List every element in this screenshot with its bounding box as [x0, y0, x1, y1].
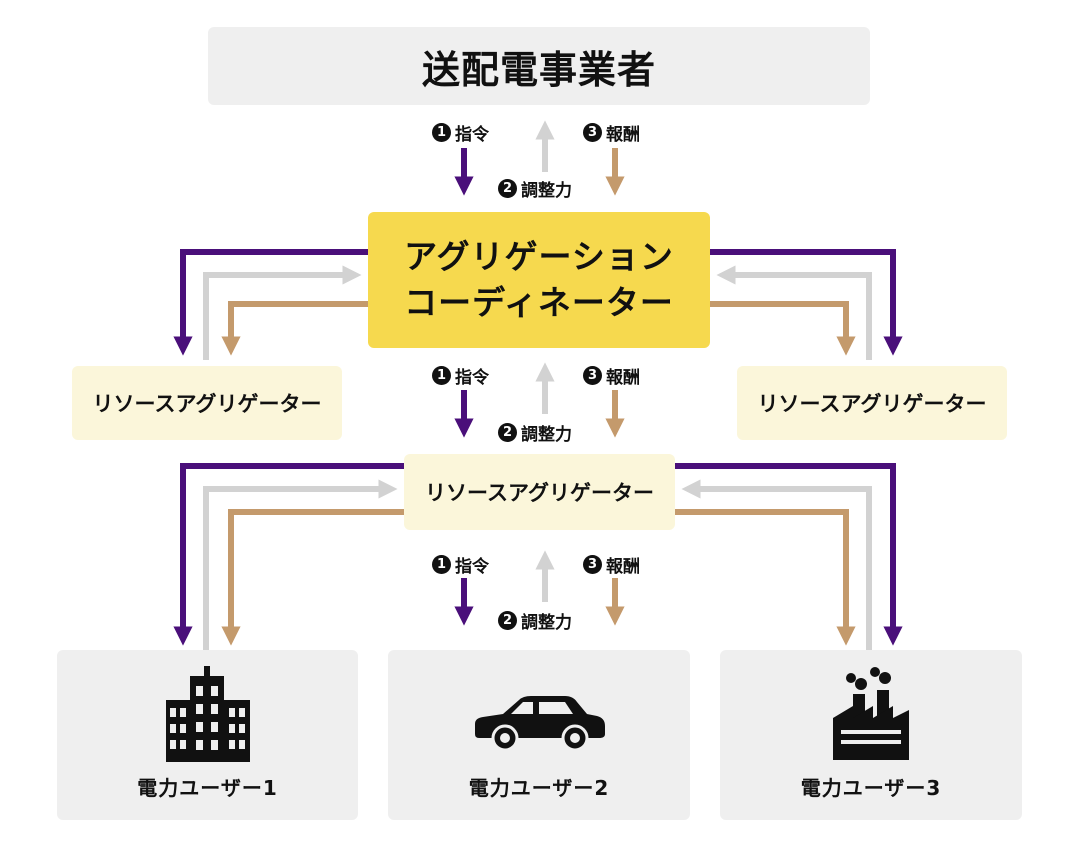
command-text: 指令 [455, 368, 489, 388]
power-user-label: 電力ユーザー1 [137, 776, 278, 800]
reward-text: 報酬 [606, 557, 640, 577]
capacity-label: 2 調整力 [498, 608, 572, 633]
reward-arrow [675, 509, 856, 646]
command-arrow [173, 463, 404, 646]
reward-label: 3 報酬 [583, 120, 640, 145]
car-icon [475, 696, 605, 752]
factory-icon [833, 667, 909, 760]
capacity-text: 調整力 [521, 181, 572, 201]
reward-arrow [221, 509, 404, 646]
capacity-arrow [716, 265, 872, 360]
resource-aggregator-right: リソースアグリゲーター [737, 366, 1007, 440]
reward-text: 報酬 [606, 125, 640, 145]
resource-aggregator-left: リソースアグリゲーター [72, 366, 342, 440]
coordinator-label-line2: コーディネーター [404, 283, 674, 322]
number-badge: 3 [583, 555, 602, 574]
number-badge: 2 [498, 611, 517, 630]
coordinator-label-line1: アグリゲーション [404, 236, 674, 276]
power-user-label: 電力ユーザー3 [800, 776, 942, 800]
aggregation-coordinator-box: アグリゲーション コーディネーター [368, 212, 710, 348]
number-badge: 1 [432, 123, 451, 142]
capacity-arrow [203, 479, 398, 650]
number-badge: 1 [432, 366, 451, 385]
command-label: 1 指令 [432, 552, 489, 577]
reward-text: 報酬 [606, 368, 640, 388]
tso-box: 送配電事業者 [208, 27, 870, 105]
power-user-2: 電力ユーザー2 [388, 650, 690, 820]
command-label: 1 指令 [432, 363, 489, 388]
number-badge: 2 [498, 179, 517, 198]
capacity-text: 調整力 [521, 613, 572, 633]
resource-aggregator-center: リソースアグリゲーター [404, 454, 675, 530]
reward-arrow [710, 301, 856, 356]
number-badge: 3 [583, 366, 602, 385]
command-arrow [675, 463, 903, 646]
building-icon [165, 666, 250, 762]
number-badge: 2 [498, 423, 517, 442]
number-badge: 3 [583, 123, 602, 142]
reward-label: 3 報酬 [583, 552, 640, 577]
capacity-arrow [203, 265, 362, 360]
command-arrow [710, 249, 903, 356]
resource-aggregator-label: リソースアグリゲーター [425, 481, 654, 505]
reward-arrow [221, 301, 368, 356]
capacity-label: 2 調整力 [498, 420, 572, 445]
tso-label: 送配電事業者 [421, 47, 656, 92]
resource-aggregator-label: リソースアグリゲーター [92, 392, 322, 416]
reward-label: 3 報酬 [583, 363, 640, 388]
number-badge: 1 [432, 555, 451, 574]
command-arrow [173, 249, 368, 356]
resource-aggregator-label: リソースアグリゲーター [757, 392, 987, 416]
power-user-3: 電力ユーザー3 [720, 650, 1022, 820]
capacity-text: 調整力 [521, 425, 572, 445]
capacity-arrow [681, 479, 872, 650]
capacity-label: 2 調整力 [498, 176, 572, 201]
power-user-label: 電力ユーザー2 [468, 776, 610, 800]
command-text: 指令 [455, 557, 489, 577]
command-label: 1 指令 [432, 120, 489, 145]
power-user-1: 電力ユーザー1 [57, 650, 358, 820]
command-text: 指令 [455, 125, 489, 145]
